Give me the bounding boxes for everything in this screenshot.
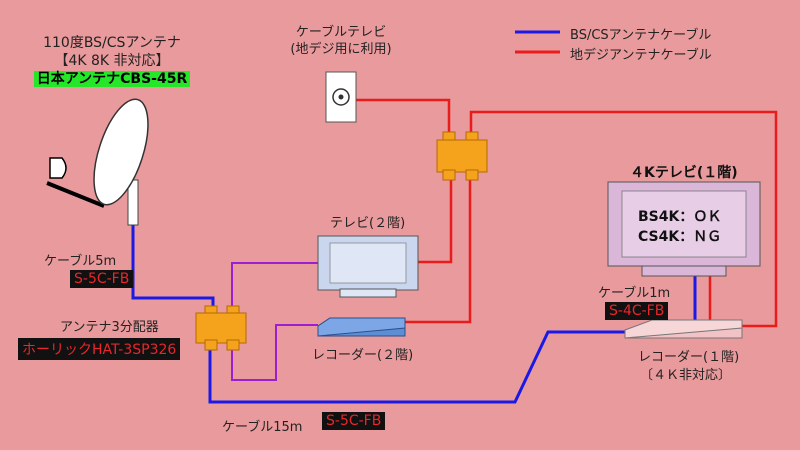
wall-outlet-icon [325, 71, 357, 123]
wall-outlet-line2: (地デジ用に利用) [290, 42, 392, 57]
tv-2f-label: テレビ(２階) [330, 216, 406, 231]
legend-bs-label: BS/CSアンテナケーブル [570, 28, 712, 43]
cable-1m-spec: S-4C-FB [605, 302, 669, 320]
terrestrial-cable-outlet-to-splitter [351, 98, 451, 135]
splitter3-model: ホーリックHAT-3SP326 [18, 338, 181, 360]
antenna-label: 110度BS/CSアンテナ 【4K 8K 非対応】 日本アンテナCBS-45R [22, 34, 202, 88]
wall-outlet-line1: ケーブルテレビ [295, 25, 387, 40]
terrestrial-cable-splitter2-to-tv2f [418, 178, 453, 264]
cable-15m-spec: S-5C-FB [322, 412, 386, 430]
tv-4k-title: ４Kテレビ(１階) [630, 165, 738, 181]
cable-5m-spec: S-5C-FB [70, 270, 134, 288]
tv-4k-bs-status: BS4K：ＯＫ [638, 209, 722, 225]
bs-cable-splitter-to-recorder1f [208, 325, 662, 404]
terrestrial-cable-splitter2-to-recorder2f [405, 178, 472, 324]
tv-2f-icon [317, 235, 419, 298]
two-way-splitter-icon [436, 131, 488, 181]
cable-5m-label: ケーブル5m [44, 254, 117, 269]
cable-15m-label: ケーブル15m [222, 420, 303, 435]
satellite-dish-icon [46, 98, 149, 226]
antenna-model-badge: 日本アンテナCBS-45R [33, 71, 191, 87]
antenna-line1: 110度BS/CSアンテナ [43, 35, 181, 51]
mixed-cable-splitter-to-recorder2f [231, 324, 318, 381]
legend-terrestrial-label: 地デジアンテナケーブル [570, 48, 712, 63]
mixed-cable-splitter-to-tv2f [231, 262, 318, 312]
recorder-1f-label: レコーダー(１階) [638, 350, 740, 365]
wall-outlet-label: ケーブルテレビ (地デジ用に利用) [275, 24, 407, 58]
antenna-line2: 【4K 8K 非対応】 [54, 53, 170, 69]
recorder-1f-icon [624, 319, 743, 339]
recorder-2f-label: レコーダー(２階) [312, 348, 414, 363]
terrestrial-cable-splitter2-to-recorder1f [469, 110, 778, 328]
bs-cable-antenna-to-splitter [131, 225, 215, 312]
tv-4k-icon [607, 181, 761, 277]
recorder-1f-note: 〔４Ｋ非対応〕 [640, 368, 732, 383]
recorder-2f-icon [317, 317, 406, 337]
tv-4k-cs-status: CS4K：ＮＧ [638, 229, 722, 245]
cable-1m-label: ケーブル1m [598, 286, 671, 301]
three-way-splitter-icon [195, 305, 247, 351]
splitter3-label: アンテナ3分配器 [60, 320, 159, 335]
